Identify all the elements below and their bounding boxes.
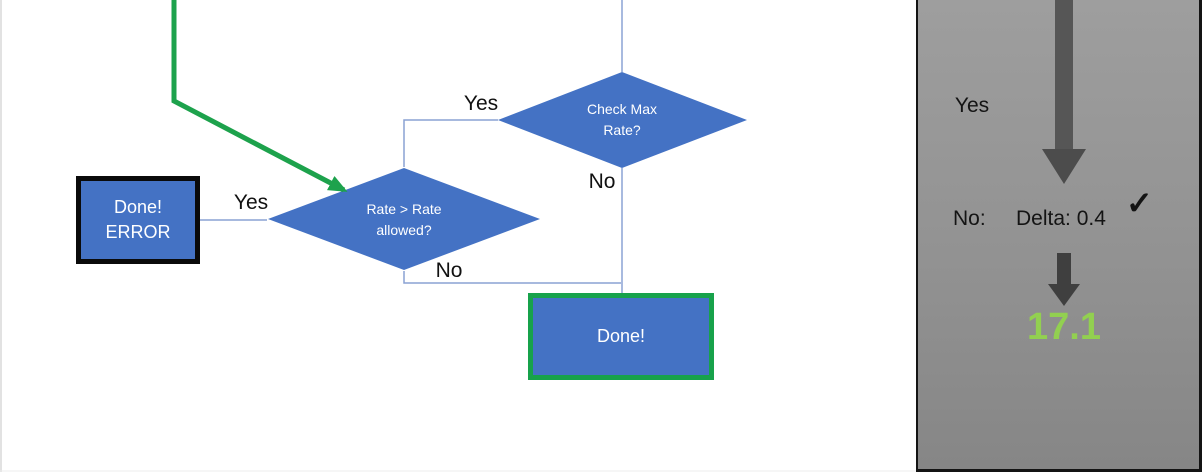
done-error-line1: Done!: [113, 197, 163, 217]
overlay-panel: [916, 0, 1202, 472]
green-path-arrow: [171, 0, 348, 193]
connector-rate-no: [403, 271, 621, 284]
checkmark-icon: ✓: [1126, 185, 1153, 221]
panel-no-label: No:: [953, 207, 986, 230]
panel-delta-value: Delta: 0.4: [1016, 207, 1106, 230]
down-arrow-2-shaft: [1057, 253, 1071, 286]
done-box-label: Done!: [596, 326, 646, 346]
done-box[interactable]: Done!: [528, 293, 714, 380]
edge-label-check-max-yes: Yes: [463, 92, 499, 115]
diamond-check-max-rate[interactable]: [498, 72, 747, 168]
flowchart-graphic: [0, 0, 920, 472]
panel-arrows-graphic: [1042, 0, 1086, 306]
down-arrow-1-head: [1042, 149, 1086, 184]
panel-result-value: 17.1: [1027, 306, 1101, 348]
done-error-box[interactable]: Done! ERROR: [76, 176, 200, 264]
edge-label-check-max-no: No: [588, 170, 616, 193]
connector-lines: [200, 0, 623, 293]
edge-label-rate-no: No: [435, 259, 463, 282]
diamond-rate-allowed[interactable]: [268, 168, 540, 270]
connector-check-max-yes: [403, 119, 498, 167]
down-arrow-2-head: [1048, 284, 1080, 306]
done-error-line2: ERROR: [105, 222, 171, 242]
down-arrow-1-shaft: [1055, 0, 1073, 151]
edge-label-rate-yes: Yes: [233, 191, 269, 214]
panel-yes-label: Yes: [954, 94, 990, 117]
